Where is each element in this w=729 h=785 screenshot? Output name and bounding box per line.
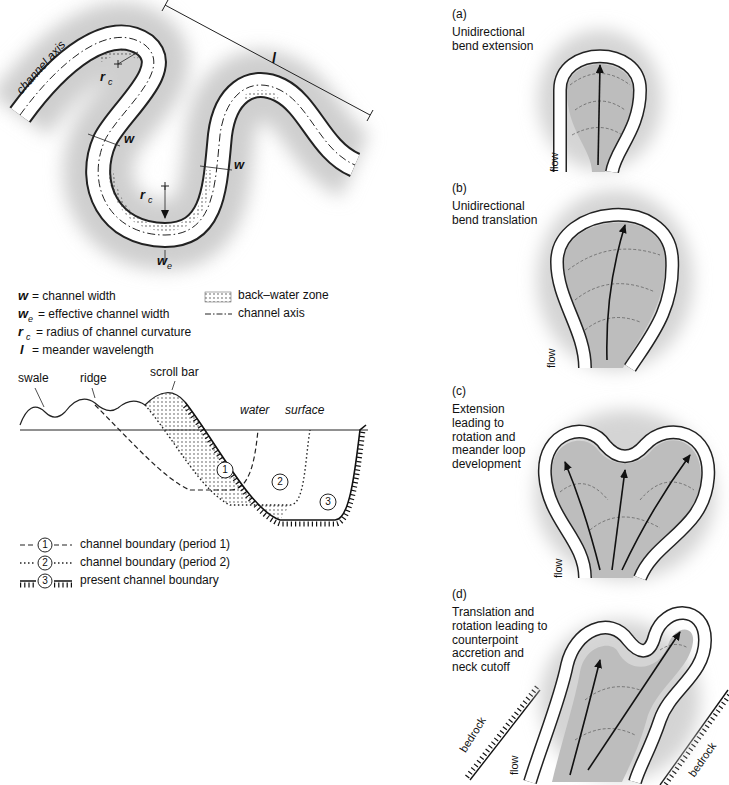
panel-letter: (a): [452, 8, 467, 22]
subscript: c: [26, 332, 31, 342]
dimension-symbol: r: [140, 188, 145, 203]
callout-number: 1: [42, 539, 48, 551]
definition: = effective channel width: [38, 308, 170, 322]
definition: = meander wavelength: [32, 344, 154, 358]
callout-number: 3: [325, 496, 331, 508]
panel-caption: Unidirectional bend extension: [452, 26, 547, 54]
legend-text: present channel boundary: [80, 574, 219, 588]
dimension-symbol: l: [272, 50, 276, 66]
dimension-symbol: r: [100, 70, 105, 85]
symbol: w: [18, 307, 28, 322]
legend-text: channel boundary (period 2): [80, 556, 230, 570]
flow-label: flow: [548, 152, 561, 172]
panel-letter: (b): [452, 182, 467, 196]
legend-text: back–water zone: [238, 289, 329, 303]
bedrock-label: bedrock: [457, 715, 488, 755]
panel-caption: Unidirectional bend translation: [452, 200, 542, 228]
legend-text: channel axis: [238, 307, 305, 321]
subscript: e: [167, 261, 172, 271]
dimension-symbol: w: [157, 254, 167, 269]
legend-text: channel boundary (period 1): [80, 538, 230, 552]
callout-number: 2: [42, 557, 48, 569]
feature-label: ridge: [80, 372, 107, 386]
subscript: c: [148, 195, 153, 205]
panel-letter: (d): [452, 588, 467, 602]
panel-letter: (c): [452, 385, 466, 399]
flow-label: flow: [545, 348, 558, 368]
subscript: c: [108, 77, 113, 87]
callout-number: 3: [42, 575, 48, 587]
feature-label: swale: [18, 372, 49, 386]
symbol: l: [20, 343, 24, 358]
dimension-symbol: w: [234, 158, 244, 173]
callout-number: 1: [222, 464, 228, 476]
panel-caption: Translation and rotation leading to coun…: [452, 606, 552, 675]
definition: = channel width: [32, 290, 116, 304]
subscript: e: [28, 314, 33, 324]
callout-number: 2: [277, 476, 283, 488]
symbol: w: [18, 289, 28, 304]
channel-axis-label: channel axis: [14, 38, 69, 97]
symbol: r: [18, 325, 23, 340]
bedrock-label: bedrock: [686, 740, 719, 779]
definition: = radius of channel curvature: [36, 326, 191, 340]
flow-label: flow: [552, 558, 565, 578]
panel-caption: Extension leading to rotation and meande…: [452, 403, 540, 472]
water-label: surface: [285, 404, 324, 418]
flow-label: flow: [508, 755, 521, 775]
water-label: water: [240, 404, 269, 418]
feature-label: scroll bar: [150, 366, 199, 380]
dimension-symbol: w: [124, 132, 134, 147]
